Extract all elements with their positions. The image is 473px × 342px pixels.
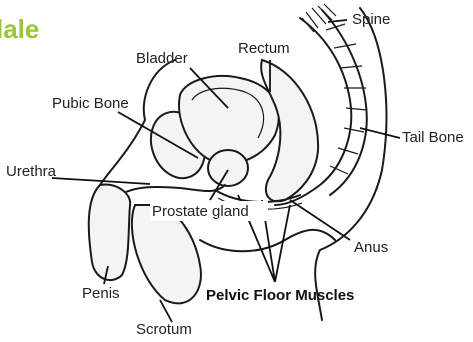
label-rectum: Rectum [238, 40, 290, 57]
label-pubic-bone: Pubic Bone [52, 95, 129, 112]
spine-inner [322, 10, 367, 195]
prostate-shape [208, 150, 248, 186]
label-tail-bone: Tail Bone [402, 129, 464, 146]
label-urethra: Urethra [6, 163, 57, 180]
label-prostate-gland: Prostate gland [152, 203, 249, 220]
diagram-title: lale [0, 14, 39, 44]
label-spine: Spine [352, 11, 390, 28]
label-scrotum: Scrotum [136, 321, 192, 337]
label-anus: Anus [354, 239, 388, 256]
label-pelvic-floor-muscles: Pelvic Floor Muscles [206, 287, 354, 304]
label-penis: Penis [82, 285, 120, 302]
spinal-cord [302, 4, 336, 32]
penis-shape [89, 185, 130, 281]
leader-scrotum [160, 300, 172, 322]
label-bladder: Bladder [136, 50, 188, 67]
